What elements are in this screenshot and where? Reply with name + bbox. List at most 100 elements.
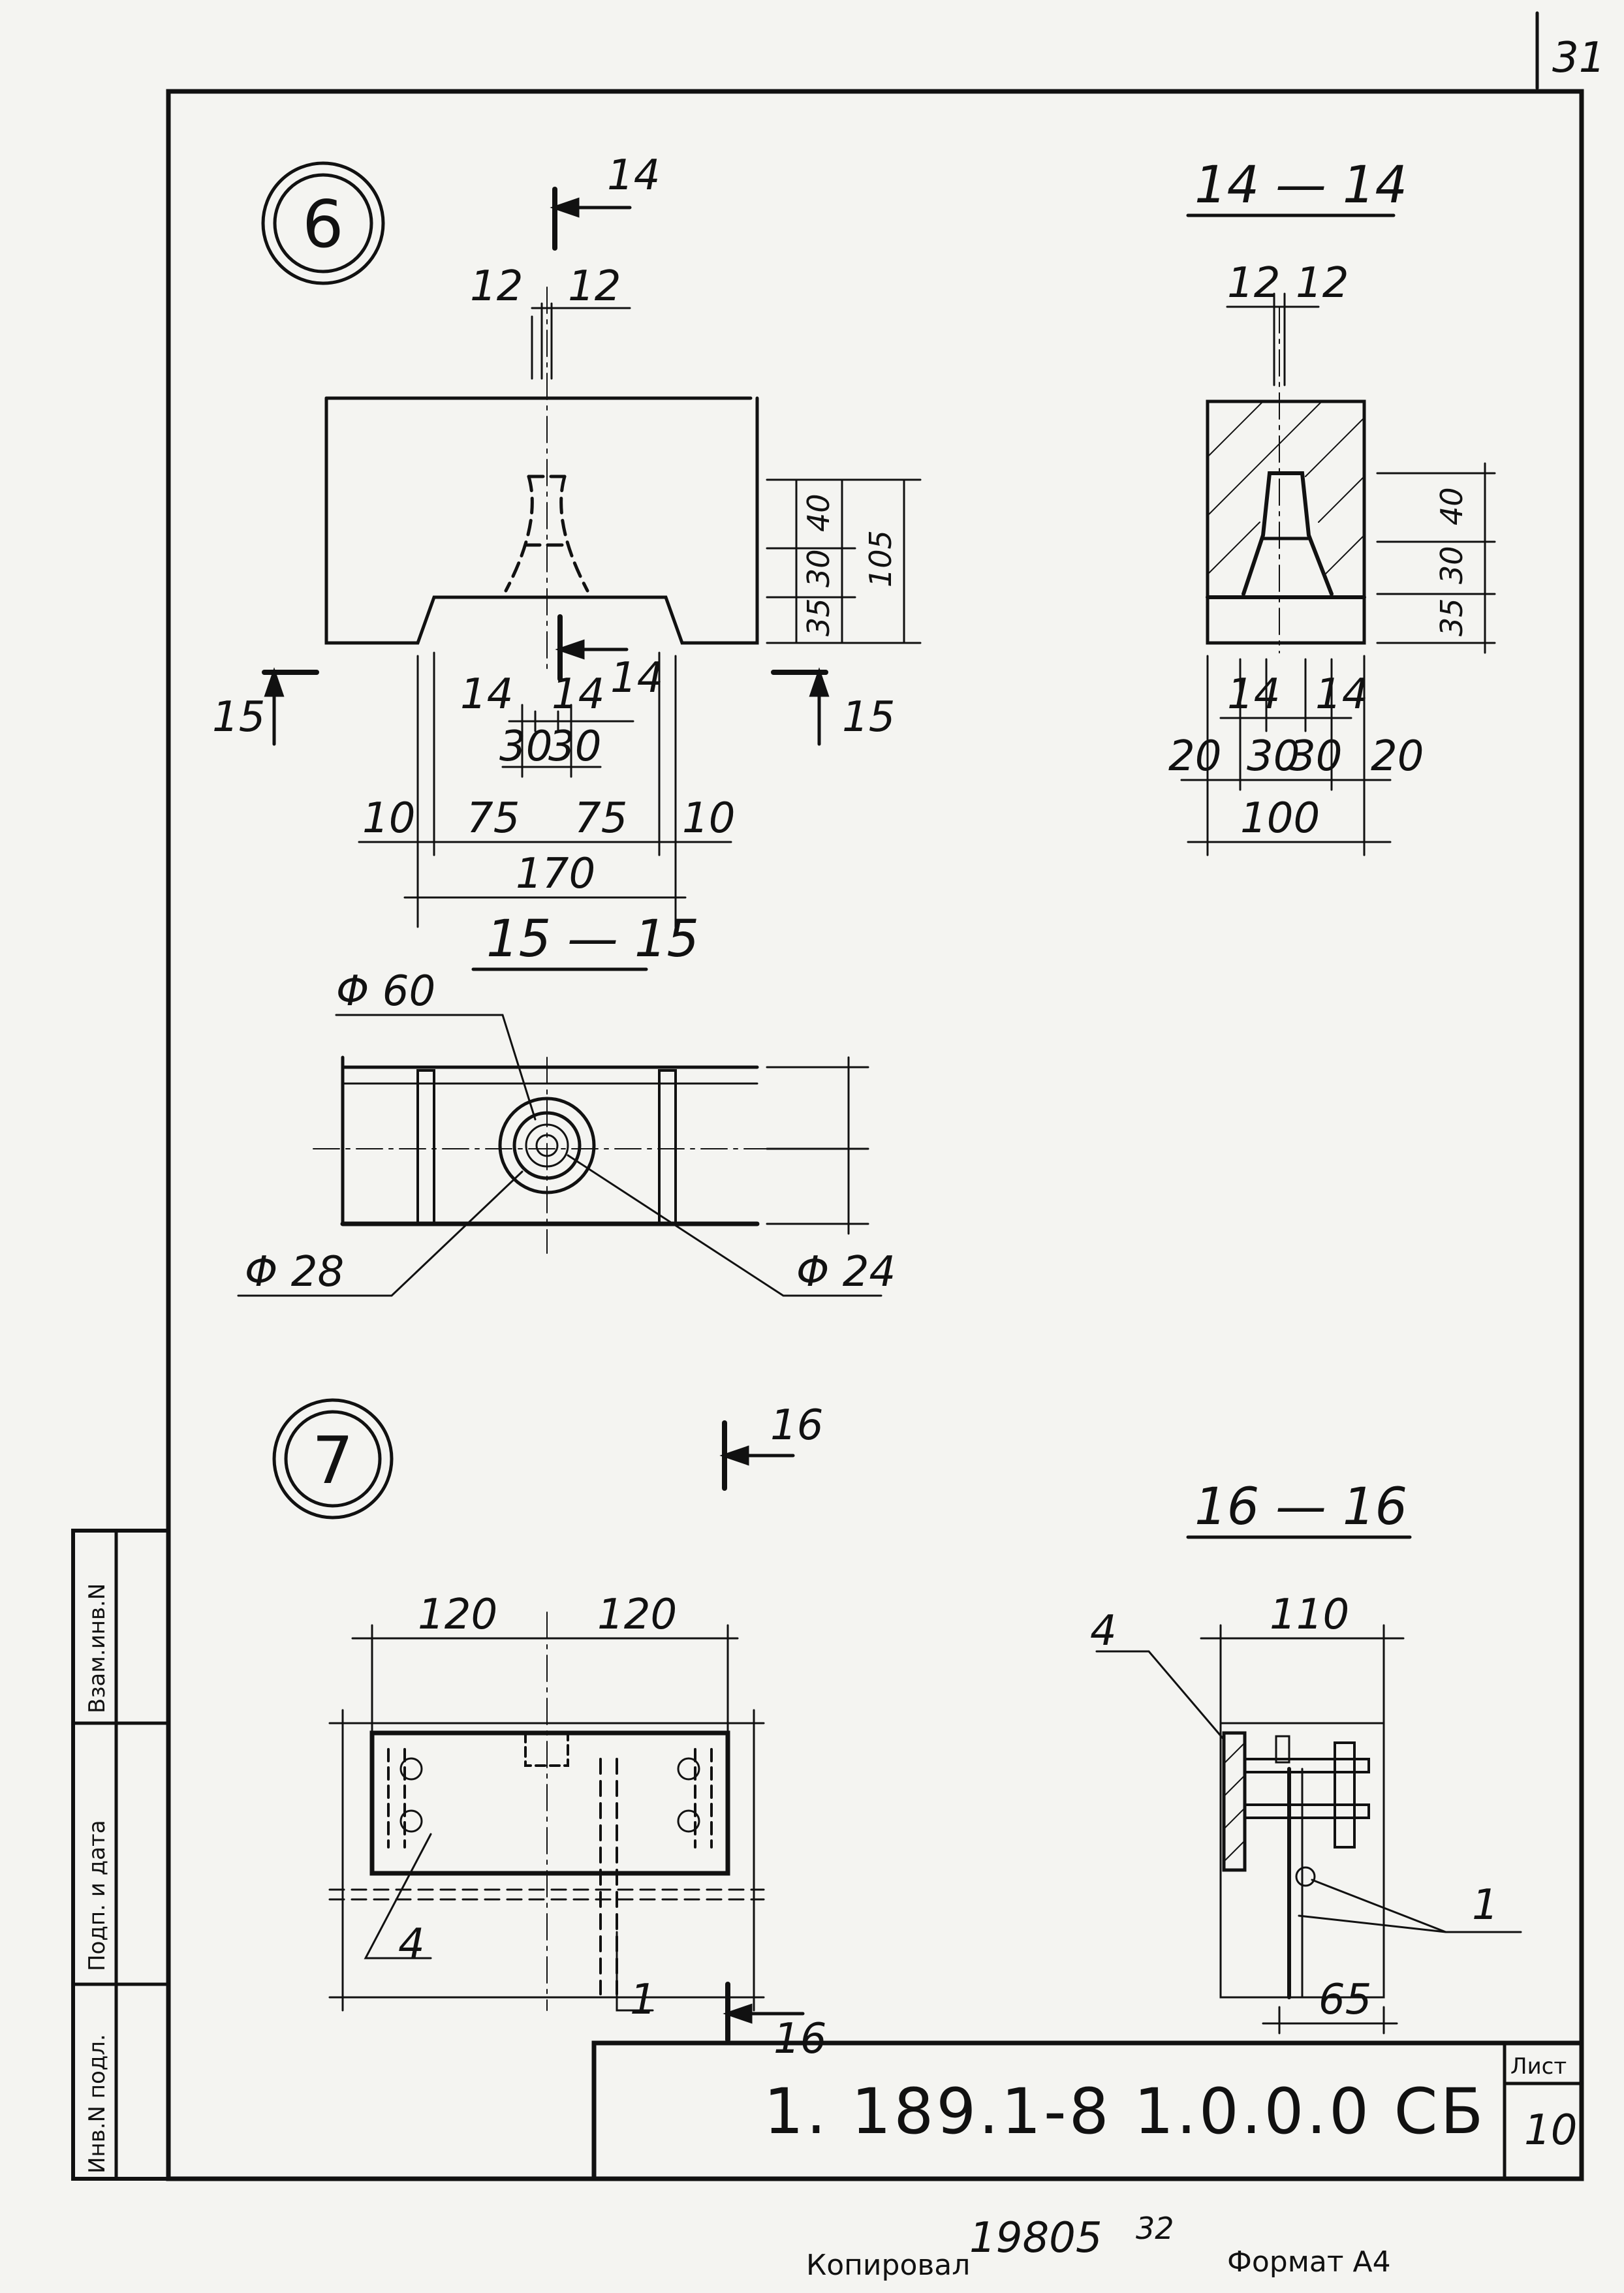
d7-dim-120-left: 120 bbox=[418, 1591, 497, 1639]
s16-nut bbox=[1275, 1735, 1290, 1764]
hatch-line bbox=[1225, 1776, 1244, 1796]
d7-right-anchor-hidden bbox=[694, 1748, 713, 1848]
section-16-title: 16 — 16 bbox=[1195, 1478, 1407, 1536]
elevation-hidden-cone bbox=[504, 475, 589, 593]
s16-bolt-upper bbox=[1243, 1758, 1370, 1773]
hatch-line bbox=[1318, 476, 1365, 523]
plan-15-title: 15 — 15 bbox=[486, 910, 699, 969]
sheet-number: 10 bbox=[1524, 2106, 1577, 2155]
s14-dim-14-left: 14 bbox=[1227, 670, 1280, 719]
s16-clamp-plate bbox=[1334, 1741, 1356, 1848]
hatch-line bbox=[1324, 535, 1365, 575]
hatch-line bbox=[1207, 401, 1322, 516]
detail-7-circle-inner bbox=[284, 1410, 382, 1508]
plan-15 bbox=[313, 1055, 869, 1254]
cut-mark-14-top-arrowhead bbox=[550, 197, 580, 218]
detail-6-number: 6 bbox=[302, 186, 344, 262]
dim-170: 170 bbox=[516, 850, 595, 898]
s14-dim-30-left: 30 bbox=[1247, 732, 1300, 781]
dim-12-right: 12 bbox=[568, 262, 621, 311]
s16-plate-hatch bbox=[1225, 1743, 1244, 1861]
section-14-title: 14 — 14 bbox=[1195, 156, 1407, 215]
d7-label-4: 4 bbox=[398, 1920, 425, 1969]
cut-mark-16-top-arrowhead bbox=[719, 1445, 749, 1466]
footer-copied: Копировал bbox=[806, 2249, 970, 2282]
side-stamp: Инв.N подл. Подп. и дата Взам.инв.N bbox=[71, 1529, 170, 2181]
dim-10-left: 10 bbox=[362, 794, 415, 843]
cut-mark-16-bottom-arrowhead bbox=[723, 2003, 753, 2024]
s16-leader-4 bbox=[1095, 1650, 1225, 1741]
s14-dim-20-right: 20 bbox=[1371, 732, 1424, 781]
dim-14-right: 14 bbox=[552, 670, 604, 719]
hatch-line bbox=[1225, 1841, 1244, 1861]
cut-mark-14-mid-label: 14 bbox=[610, 654, 663, 702]
hatch-line bbox=[1225, 1809, 1244, 1828]
s16-dim-65: 65 bbox=[1319, 1976, 1371, 2024]
s16-plate bbox=[1222, 1731, 1247, 1872]
hatch-line bbox=[1207, 401, 1264, 458]
s16-bolt-lower bbox=[1243, 1803, 1370, 1819]
d7-bolt-hole bbox=[677, 1809, 700, 1833]
dim-35: 35 bbox=[801, 598, 836, 636]
plan-hole-phi24 bbox=[525, 1123, 569, 1168]
leader-phi24 bbox=[567, 1154, 882, 1297]
plan-left-rib bbox=[416, 1069, 435, 1225]
dim-40: 40 bbox=[801, 493, 836, 532]
side-stamp-label-inv: Инв.N подл. bbox=[84, 2034, 110, 2174]
d7-stud-hidden bbox=[599, 1758, 618, 1995]
d7-plate bbox=[369, 1730, 730, 1876]
s16-dim-110: 110 bbox=[1270, 1591, 1349, 1639]
detail-6: 6 14 12 12 40 30 35 105 bbox=[212, 151, 922, 1297]
cut-mark-15-left-arrowhead bbox=[264, 667, 285, 697]
d7-nut-hidden bbox=[524, 1732, 569, 1767]
d7-label-1: 1 bbox=[630, 1976, 657, 2024]
label-phi24: Φ 24 bbox=[796, 1248, 896, 1296]
d7-leader-4 bbox=[364, 1833, 432, 1959]
title-block: 1. 189.1-8 1.0.0.0 СБ Лист 10 bbox=[591, 2040, 1584, 2181]
s14-dim-12-right: 12 bbox=[1296, 259, 1349, 307]
plan-hole-phi60 bbox=[498, 1097, 596, 1194]
sheet-label: Лист bbox=[1510, 2053, 1567, 2080]
s16-label-1: 1 bbox=[1472, 1881, 1499, 1929]
d7-leader-1 bbox=[616, 1931, 654, 2012]
d7-bolt-hole bbox=[399, 1757, 423, 1781]
footer-number-suffix: 32 bbox=[1136, 2211, 1174, 2246]
dim-75-right: 75 bbox=[574, 794, 627, 843]
s14-dim-30-right: 30 bbox=[1289, 732, 1342, 781]
s16-anchor-circle bbox=[1295, 1866, 1316, 1887]
footer-format: Формат А4 bbox=[1227, 2245, 1391, 2279]
cut-mark-15-right-label: 15 bbox=[842, 693, 895, 741]
drawing-frame bbox=[166, 89, 1584, 2181]
s14-dim-20-left: 20 bbox=[1168, 732, 1221, 781]
dim-75-left: 75 bbox=[467, 794, 520, 843]
elevation-outline bbox=[324, 396, 759, 645]
cut-mark-16-bottom-label: 16 bbox=[773, 2015, 826, 2063]
d7-bolt-hole bbox=[677, 1757, 700, 1781]
side-stamp-label-sign: Подп. и дата bbox=[84, 1820, 110, 1971]
cut-mark-14-top-label: 14 bbox=[607, 151, 660, 200]
s14-dim-100: 100 bbox=[1240, 794, 1320, 843]
s16-leader-1b bbox=[1298, 1914, 1447, 1933]
leader-phi28 bbox=[237, 1170, 523, 1297]
section-14-hatch bbox=[1207, 401, 1365, 575]
section-14-cone bbox=[1241, 471, 1334, 596]
sheet-code: 1. 189.1-8 1.0.0.0 СБ bbox=[764, 2075, 1486, 2148]
side-stamp-label-replace: Взам.инв.N bbox=[84, 1583, 110, 1713]
dim-30: 30 bbox=[801, 549, 836, 587]
hatch-line bbox=[1207, 522, 1260, 575]
footer-number: 19805 bbox=[969, 2214, 1102, 2262]
dim-12-left: 12 bbox=[470, 262, 523, 311]
dim-30-right: 30 bbox=[548, 723, 601, 771]
dim-105: 105 bbox=[863, 530, 898, 587]
d7-dim-120-right: 120 bbox=[597, 1591, 677, 1639]
section-14: 14 — 14 12 12 40 30 35 bbox=[1168, 156, 1496, 856]
s16-label-4: 4 bbox=[1090, 1607, 1117, 1655]
detail-7-circle-outer bbox=[272, 1398, 394, 1520]
detail-7: 7 16 120 120 4 1 bbox=[272, 1398, 826, 2063]
s14-dim-35: 35 bbox=[1434, 598, 1469, 636]
leader-phi60 bbox=[335, 1014, 537, 1121]
s14-dim-12-left: 12 bbox=[1227, 259, 1280, 307]
bottom-dims bbox=[358, 651, 732, 928]
s14-dim-40: 40 bbox=[1434, 487, 1469, 525]
